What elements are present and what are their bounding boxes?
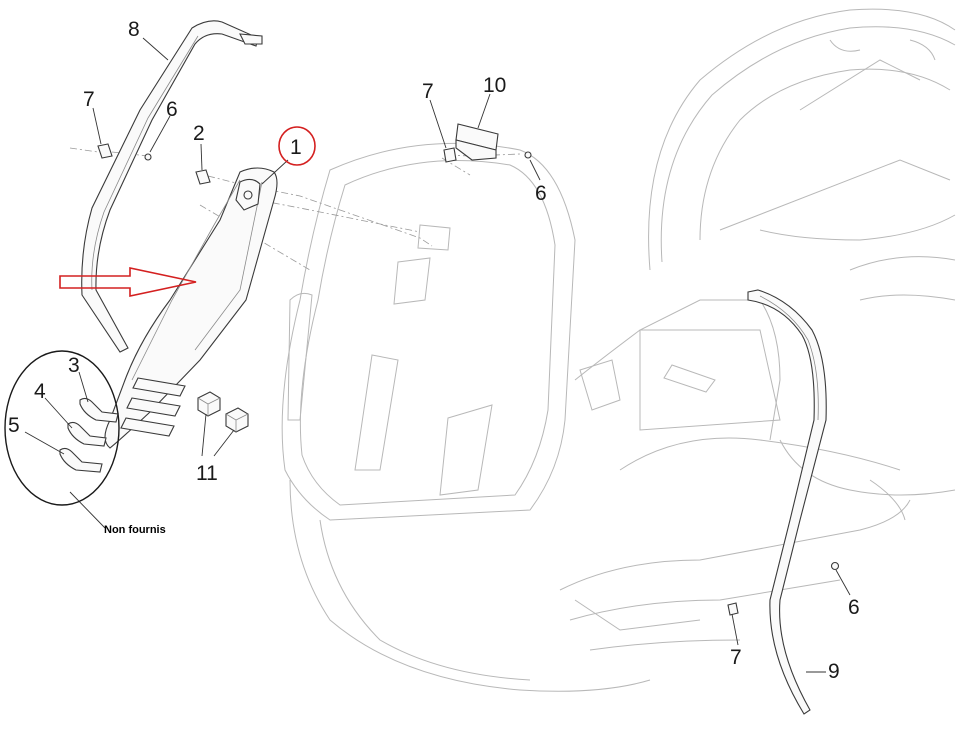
callout-1: 1: [290, 136, 302, 159]
callout-3: 3: [68, 354, 80, 377]
callout-4: 4: [34, 380, 46, 403]
screw-6-bottom: [830, 561, 840, 571]
callout-6: 6: [535, 182, 547, 205]
part-8-trim-strip: [81, 20, 263, 353]
screw-6-left: [144, 153, 152, 161]
not-supplied-note: Non fournis: [104, 524, 166, 536]
parts-3-4-5: [59, 397, 119, 473]
callout-6: 6: [166, 98, 178, 121]
part-10-bracket: [455, 123, 499, 161]
part-5: [59, 447, 103, 473]
callout-7: 7: [422, 80, 434, 103]
assembly-lines: [69, 147, 521, 271]
callout-9: 9: [828, 660, 840, 683]
highlight-arrow: [59, 267, 197, 297]
screw-6-top: [524, 151, 532, 159]
part-3: [79, 397, 119, 423]
part-9-trim-strip: [747, 289, 827, 715]
callout-5: 5: [8, 414, 20, 437]
clip-7-bottom: [727, 602, 739, 616]
highlight-circle: [278, 126, 316, 166]
scooter-body: [281, 8, 956, 692]
screw-2: [195, 169, 211, 185]
callout-11: 11: [196, 462, 218, 485]
clip-7-top: [443, 147, 457, 163]
part-11-cubes: [197, 391, 249, 433]
part-4: [67, 421, 107, 447]
fasteners: [97, 143, 840, 616]
callout-7: 7: [83, 88, 95, 111]
part-1-horn-cover: [104, 167, 278, 449]
callout-10: 10: [483, 74, 506, 97]
callout-7: 7: [730, 646, 742, 669]
callout-8: 8: [128, 18, 140, 41]
clip-7-left: [97, 143, 113, 159]
not-supplied-ring: [4, 350, 120, 506]
callouts: 8 7 6 2 1 10 7 6 3 4 5 11 6 7 9: [8, 18, 860, 683]
callout-2: 2: [193, 122, 205, 145]
leader-lines: [24, 37, 851, 673]
callout-6: 6: [848, 596, 860, 619]
